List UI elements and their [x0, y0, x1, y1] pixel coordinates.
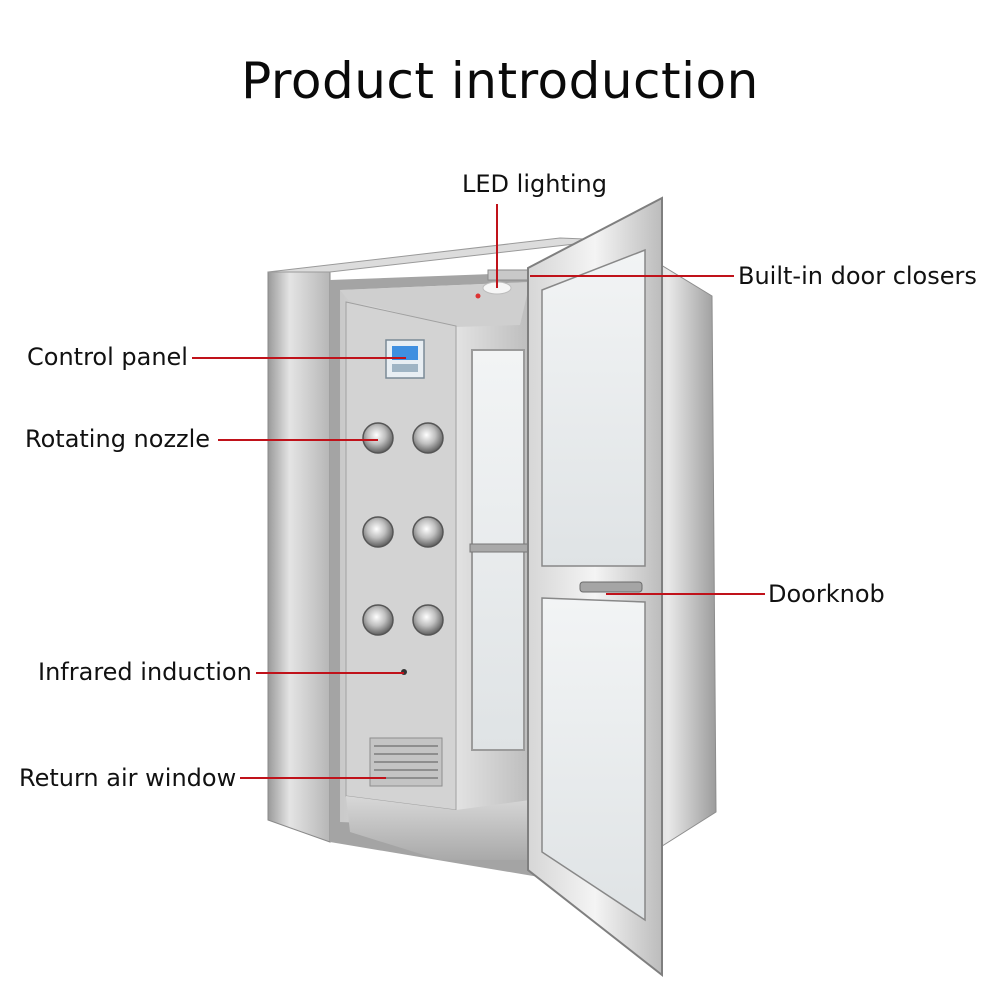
led-indicator-dot [475, 293, 481, 299]
nozzle [412, 422, 444, 454]
control-panel-keys [392, 364, 418, 372]
control-panel-label: Control panel [27, 343, 188, 371]
interior-ceiling [340, 282, 530, 327]
interior-floor [346, 796, 540, 860]
nozzle [412, 604, 444, 636]
return-air-window-label: Return air window [19, 764, 237, 792]
page-title: Product introduction [241, 52, 759, 110]
nozzle [362, 516, 394, 548]
door-closers-label: Built-in door closers [738, 262, 977, 290]
return-air-vent [369, 737, 443, 787]
door-upper-glass [541, 248, 646, 567]
infrared-induction-label: Infrared induction [38, 658, 252, 686]
nozzle [412, 516, 444, 548]
callout-leader-lines [192, 204, 765, 779]
doorknob-label: Doorknob [768, 580, 885, 608]
door-lower-glass [541, 597, 646, 922]
nozzle [362, 604, 394, 636]
led-lighting-label: LED lighting [462, 170, 607, 198]
nozzle-group [362, 422, 444, 636]
control-panel-display [392, 346, 418, 360]
door-handle [579, 581, 643, 593]
nozzle [362, 422, 394, 454]
interior-rear-handle [469, 543, 529, 553]
rotating-nozzle-label: Rotating nozzle [25, 425, 211, 453]
